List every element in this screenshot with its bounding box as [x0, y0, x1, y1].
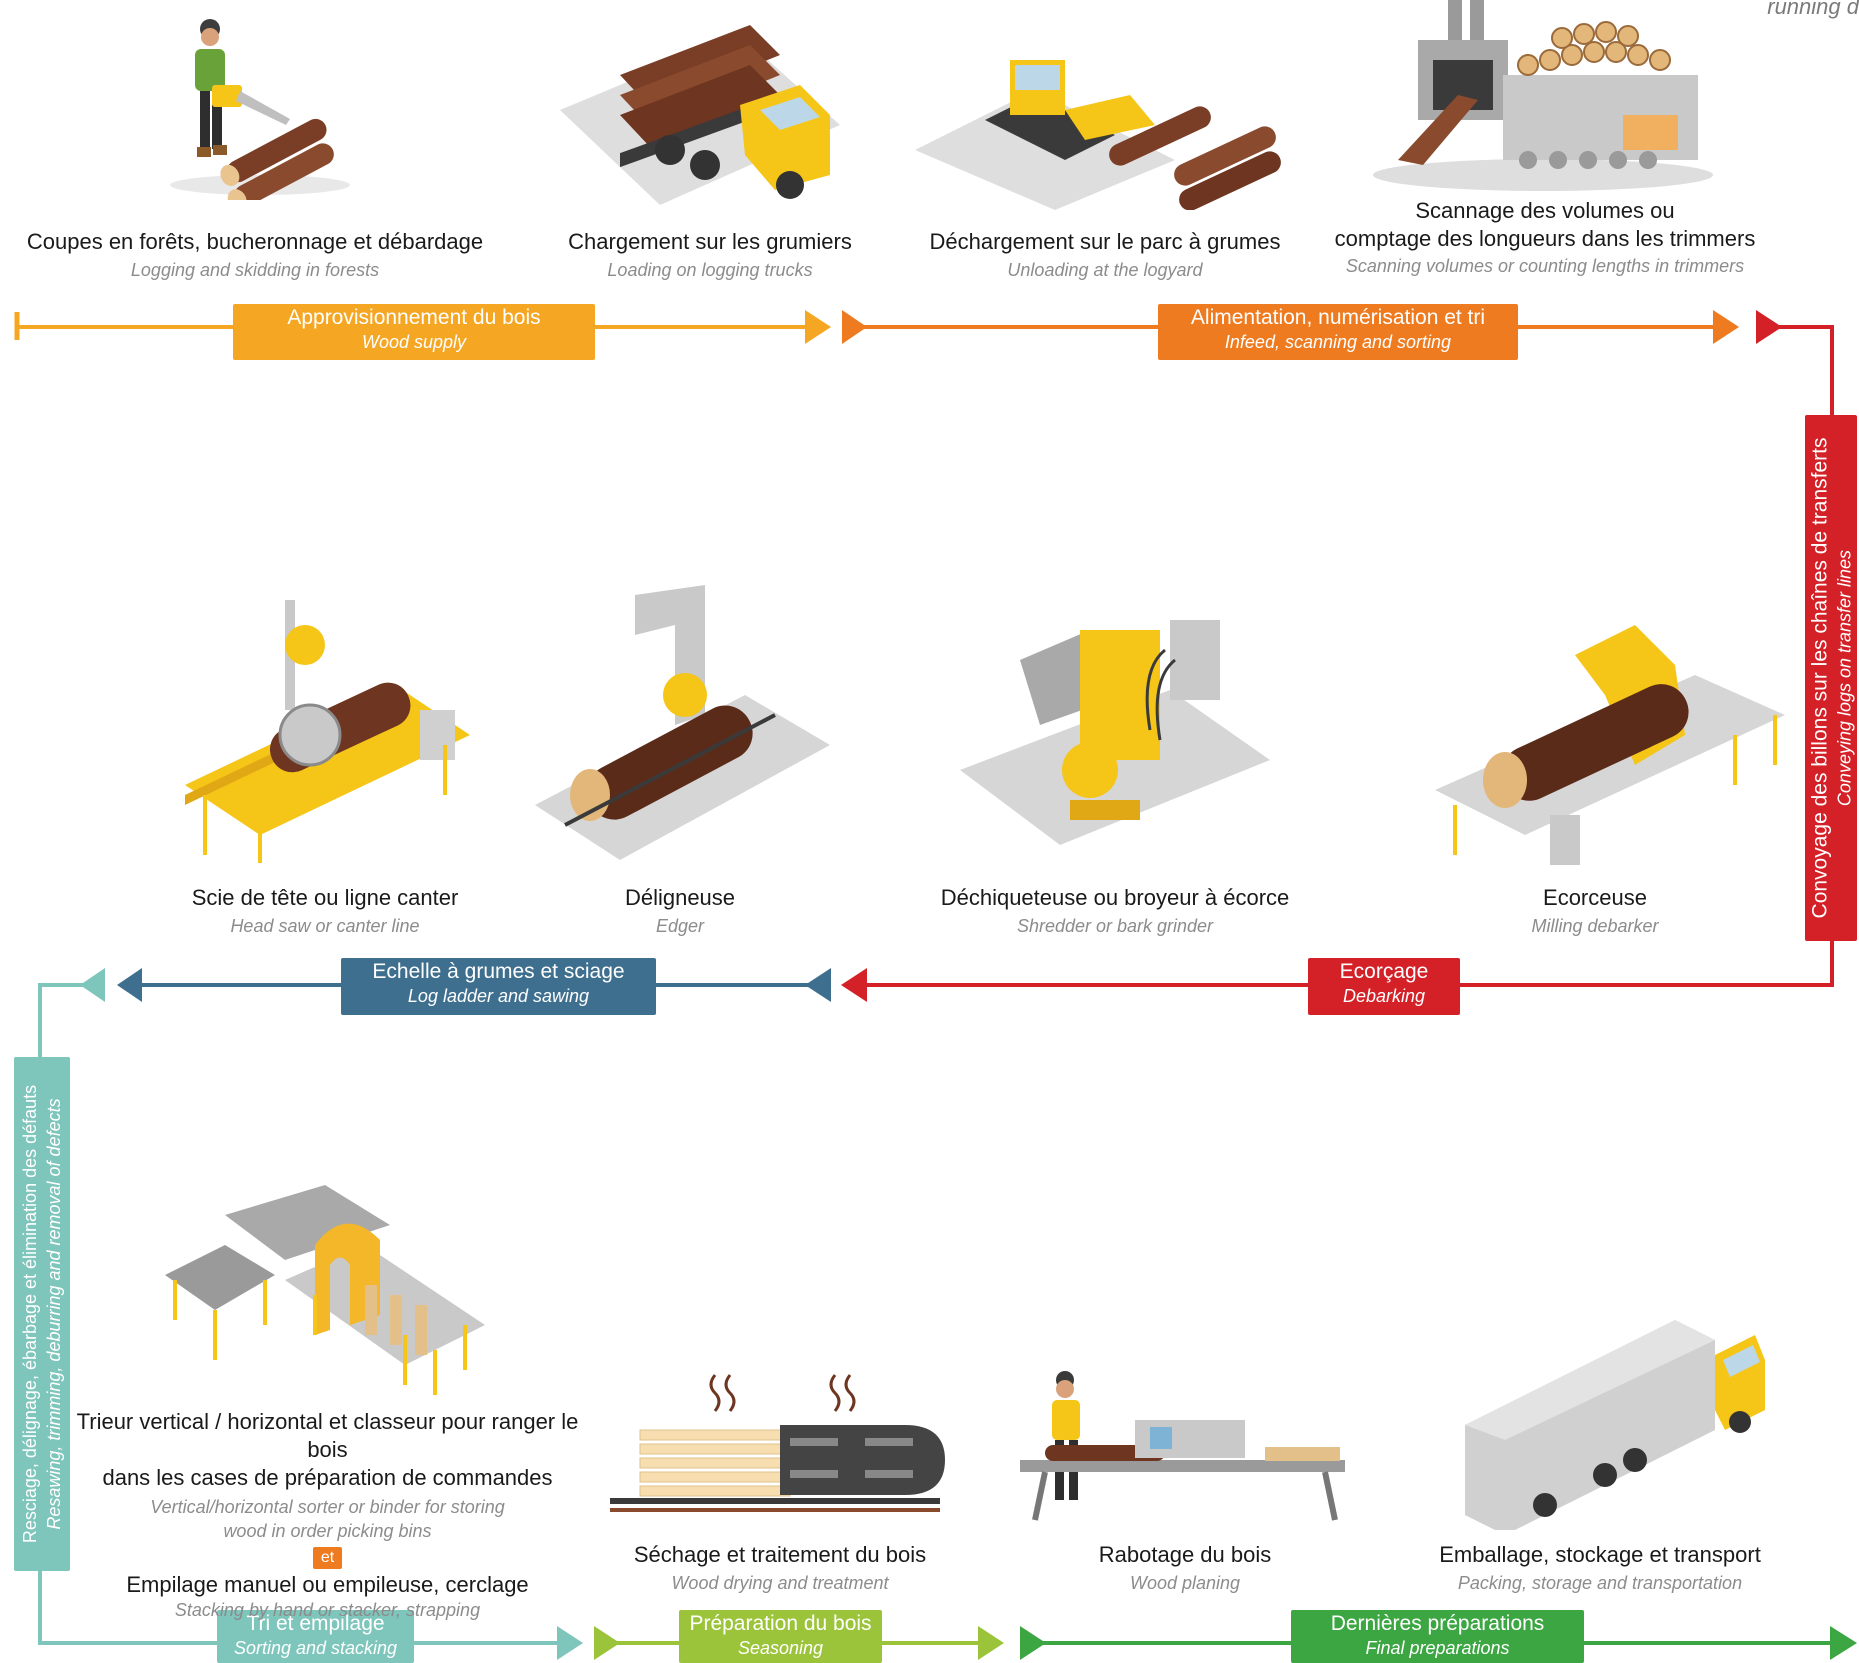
logging-truck-icon [560, 25, 840, 205]
debarker-icon [1435, 625, 1785, 865]
edger-icon [535, 585, 830, 860]
et-badge: et [312, 1547, 343, 1569]
phase-sorting-fr: Tri et empilage [246, 1612, 385, 1635]
phase-final-en: Final preparations [1365, 1638, 1510, 1658]
step-sorter-en: Vertical/horizontal sorter or binder for… [150, 1497, 505, 1517]
phase-conveying-fr: Convoyage des billons sur les chaînes de… [1808, 437, 1832, 919]
step-head-saw: Scie de tête ou ligne canter Head saw or… [150, 884, 500, 937]
step-scanning: Scannage des volumes ou comptage des lon… [1320, 197, 1770, 278]
step-scanning-fr: Scannage des volumes ou [1415, 198, 1675, 223]
step-drying-en: Wood drying and treatment [671, 1572, 889, 1593]
step-drying-fr: Séchage et traitement du bois [633, 1542, 927, 1567]
phase-sawing-en: Log ladder and sawing [407, 986, 590, 1006]
step-sorter-en2: wood in order picking bins [223, 1521, 432, 1541]
corner-note: running d [1767, 0, 1859, 19]
step-logging-fr: Coupes en forêts, bucheronnage et débard… [26, 229, 484, 254]
step-logging-en: Logging and skidding in forests [130, 259, 380, 280]
step-scanning-en: Scanning volumes or counting lengths in … [1345, 256, 1745, 276]
step-packing: Emballage, stockage et transport Packing… [1420, 1541, 1780, 1594]
step-stacking-en: Stacking by hand or stacker, strapping [174, 1599, 481, 1620]
step-loading-en: Loading on logging trucks [607, 259, 813, 280]
step-edger-fr: Déligneuse [624, 885, 736, 910]
phase-final: Dernières préparations Final preparation… [1291, 1610, 1584, 1663]
step-loading: Chargement sur les grumiers Loading on l… [520, 228, 900, 281]
drying-kiln-icon [610, 1374, 945, 1512]
phase-seasoning-fr: Préparation du bois [689, 1612, 872, 1635]
step-head-saw-fr: Scie de tête ou ligne canter [191, 885, 459, 910]
step-shredder-fr: Déchiqueteuse ou broyeur à écorce [940, 885, 1290, 910]
phase-wood-supply-en: Wood supply [361, 332, 467, 352]
planer-icon [1020, 1371, 1345, 1521]
step-edger: Déligneuse Edger [560, 884, 800, 937]
phase-final-fr: Dernières préparations [1330, 1612, 1545, 1635]
step-loading-fr: Chargement sur les grumiers [568, 229, 852, 254]
step-head-saw-en: Head saw or canter line [230, 915, 420, 936]
step-debarker-en: Milling debarker [1531, 915, 1659, 936]
phase-resawing-fr: Resciage, délignage, ébarbage et élimina… [20, 1084, 40, 1544]
log-loader-icon [915, 60, 1281, 210]
step-sorter-fr2: dans les cases de préparation de command… [102, 1465, 553, 1490]
phase-resawing: Resciage, délignage, ébarbage et élimina… [14, 1057, 70, 1571]
phase-seasoning-en: Seasoning [737, 1638, 824, 1658]
step-debarker: Ecorceuse Milling debarker [1470, 884, 1720, 937]
phase-debarking-en: Debarking [1342, 986, 1426, 1006]
step-sorter-fr: Trieur vertical / horizontal et classeur… [76, 1409, 579, 1462]
phase-infeed-fr: Alimentation, numérisation et tri [1190, 306, 1486, 329]
truck-icon [1465, 1320, 1765, 1530]
phase-seasoning: Préparation du bois Seasoning [679, 1610, 882, 1663]
phase-debarking: Ecorçage Debarking [1308, 958, 1460, 1015]
scanner-plant-icon [1373, 0, 1713, 191]
lumberjack-icon [170, 19, 350, 200]
phase-sorting-en: Sorting and stacking [233, 1638, 398, 1658]
step-logging: Coupes en forêts, bucheronnage et débard… [20, 228, 490, 281]
step-scanning-fr2: comptage des longueurs dans les trimmers [1334, 225, 1756, 251]
step-packing-en: Packing, storage and transportation [1457, 1572, 1743, 1593]
phase-sawing: Echelle à grumes et sciage Log ladder an… [341, 958, 656, 1015]
step-unloading-en: Unloading at the logyard [1007, 259, 1203, 280]
step-edger-en: Edger [655, 915, 705, 936]
phase-wood-supply: Approvisionnement du bois Wood supply [233, 304, 595, 360]
step-planing-fr: Rabotage du bois [1098, 1542, 1272, 1567]
phase-infeed-en: Infeed, scanning and sorting [1224, 332, 1452, 352]
step-sorter: Trieur vertical / horizontal et classeur… [70, 1408, 585, 1621]
step-stacking-fr: Empilage manuel ou empileuse, cerclage [126, 1572, 529, 1597]
step-unloading: Déchargement sur le parc à grumes Unload… [910, 228, 1300, 281]
step-shredder: Déchiqueteuse ou broyeur à écorce Shredd… [930, 884, 1300, 937]
step-planing: Rabotage du bois Wood planing [1030, 1541, 1340, 1594]
phase-infeed: Alimentation, numérisation et tri Infeed… [1158, 304, 1518, 360]
step-debarker-fr: Ecorceuse [1543, 885, 1647, 910]
phase-conveying: Convoyage des billons sur les chaînes de… [1805, 415, 1857, 941]
phase-debarking-fr: Ecorçage [1339, 960, 1429, 983]
phase-conveying-en: Conveying logs on transfer lines [1834, 549, 1855, 807]
phase-resawing-en: Resawing, trimming, deburring and remova… [44, 1098, 64, 1530]
step-unloading-fr: Déchargement sur le parc à grumes [929, 229, 1281, 254]
phase-sorting: Tri et empilage Sorting and stacking [217, 1610, 414, 1663]
phase-wood-supply-fr: Approvisionnement du bois [287, 306, 541, 329]
sorter-icon [165, 1185, 485, 1395]
step-shredder-en: Shredder or bark grinder [1016, 915, 1214, 936]
step-drying: Séchage et traitement du bois Wood dryin… [600, 1541, 960, 1594]
head-saw-icon [185, 600, 470, 863]
step-packing-fr: Emballage, stockage et transport [1439, 1542, 1761, 1567]
shredder-icon [960, 620, 1270, 845]
step-planing-en: Wood planing [1129, 1572, 1241, 1593]
phase-sawing-fr: Echelle à grumes et sciage [372, 960, 625, 983]
